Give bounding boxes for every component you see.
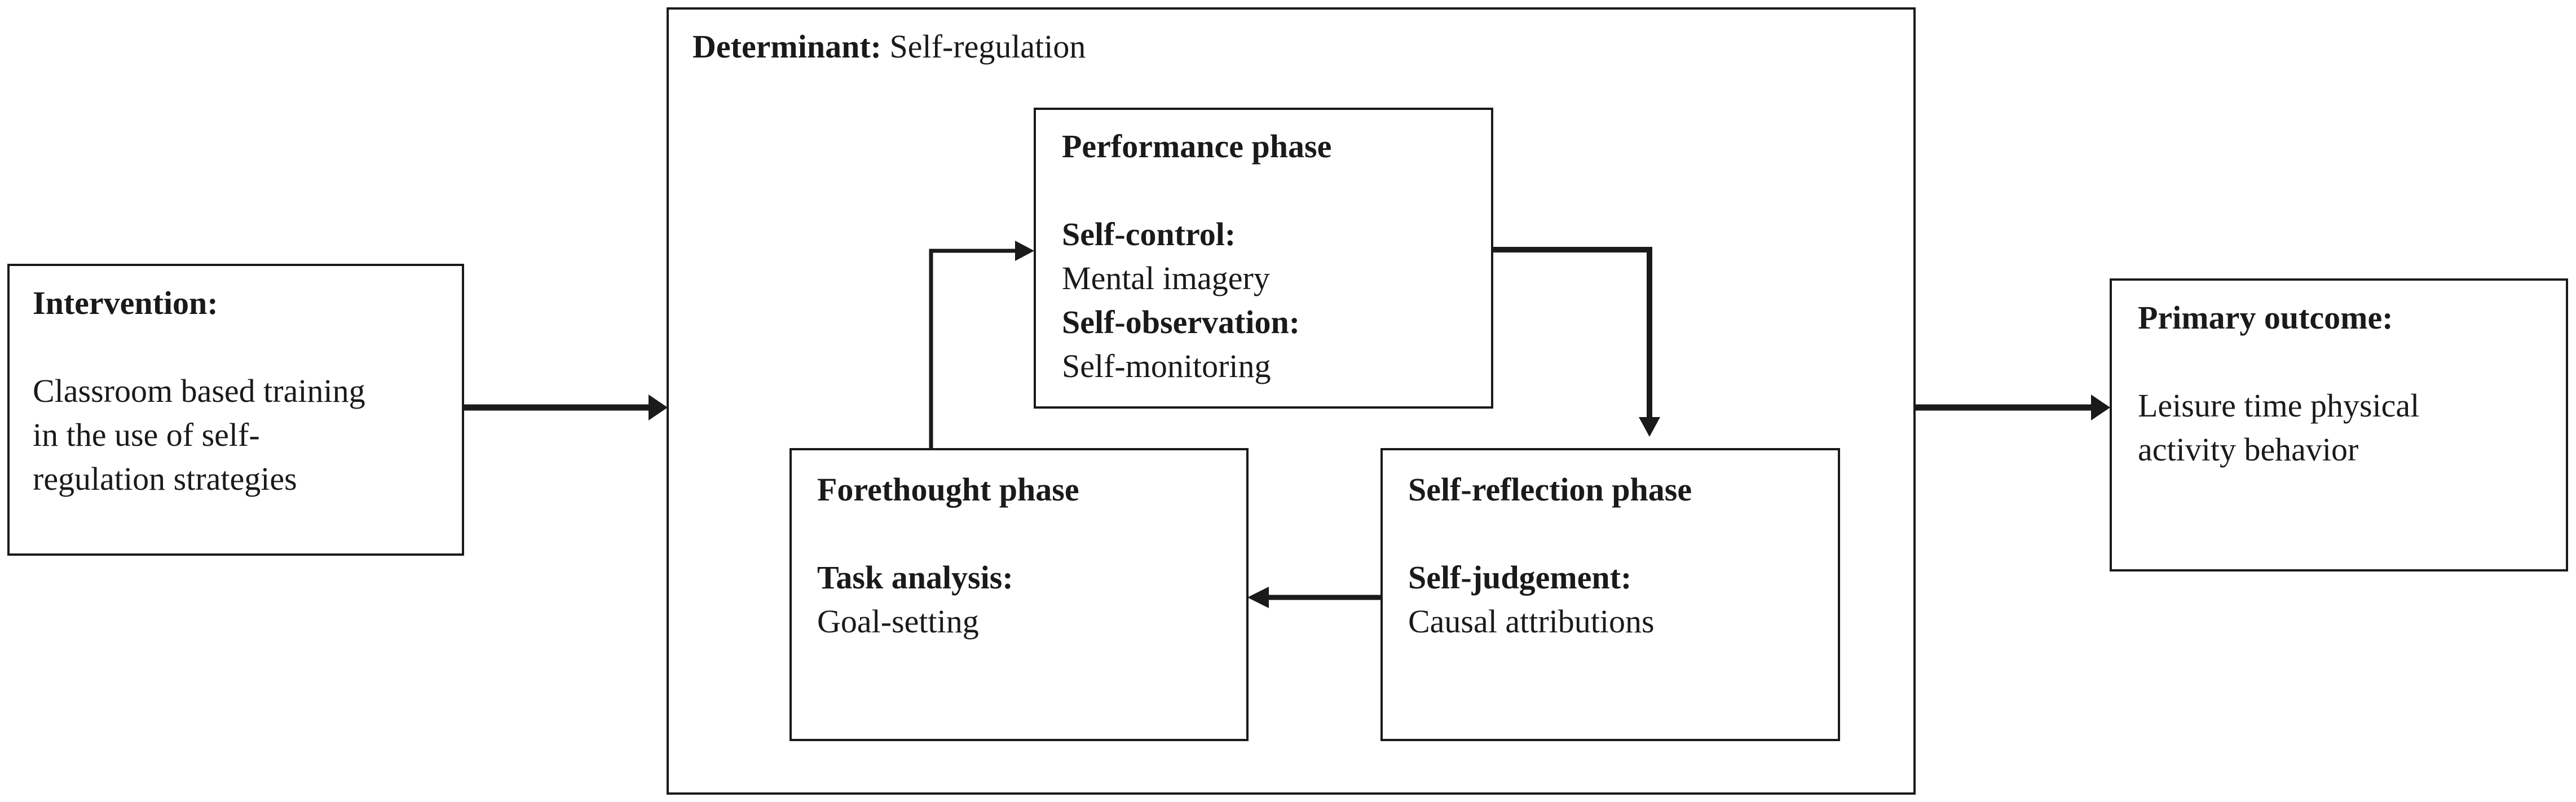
performance-item-1-value: Mental imagery — [1062, 260, 1270, 296]
primary-outcome-box — [2110, 278, 2568, 571]
determinant-heading: Determinant: — [692, 28, 882, 65]
performance-item-2-value: Self-monitoring — [1062, 348, 1271, 384]
arrow-self-reflection-to-forethought — [1247, 587, 1382, 608]
arrow-determinant-to-outcome — [1916, 395, 2110, 420]
determinant-box — [667, 7, 1916, 795]
intervention-heading: Intervention: — [33, 285, 218, 321]
primary-outcome-line-1: Leisure time physical — [2138, 387, 2420, 424]
self-reflection-item-1-value: Causal attributions — [1408, 603, 1655, 640]
intervention-line-2: in the use of self- — [33, 416, 260, 453]
performance-item-2-label: Self-observation: — [1062, 304, 1300, 340]
intervention-line-1: Classroom based training — [33, 373, 365, 409]
determinant-value: Self-regulation — [889, 28, 1086, 65]
intervention-line-3: regulation strategies — [33, 460, 297, 497]
primary-outcome-heading: Primary outcome: — [2138, 299, 2393, 336]
self-reflection-phase-box — [1380, 448, 1840, 741]
forethought-item-1-label: Task analysis: — [817, 559, 1013, 596]
determinant-label: Determinant: Self-regulation — [692, 25, 1086, 69]
performance-phase-title: Performance phase — [1062, 128, 1332, 165]
performance-item-1-label: Self-control: — [1062, 216, 1236, 252]
forethought-phase-box — [789, 448, 1249, 741]
self-reflection-phase-title: Self-reflection phase — [1408, 471, 1692, 508]
arrow-forethought-to-performance — [929, 241, 1034, 449]
self-reflection-item-1-label: Self-judgement: — [1408, 559, 1632, 596]
performance-phase-box — [1034, 108, 1493, 409]
forethought-phase-title: Forethought phase — [817, 471, 1079, 508]
arrow-performance-to-self-reflection — [1492, 247, 1660, 437]
forethought-item-1-value: Goal-setting — [817, 603, 979, 640]
arrow-intervention-to-determinant — [464, 395, 668, 420]
primary-outcome-line-2: activity behavior — [2138, 431, 2359, 468]
intervention-box — [7, 264, 464, 556]
